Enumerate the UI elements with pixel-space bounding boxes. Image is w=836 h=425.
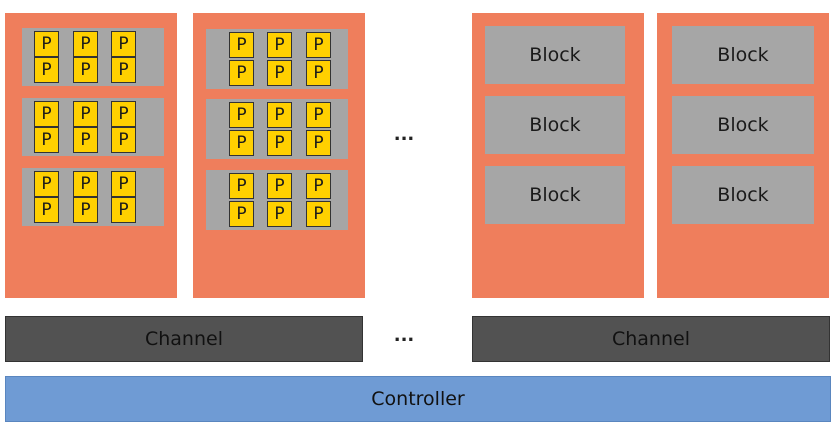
page-cell: P	[34, 197, 59, 223]
page-cell: P	[111, 57, 136, 83]
block-row: P P P P P P	[22, 98, 164, 156]
page-cell: P	[73, 127, 98, 153]
page-cell: P	[73, 101, 98, 127]
page-cell: P	[73, 31, 98, 57]
block-row: P P P P P P	[22, 28, 164, 86]
page-cell: P	[306, 60, 331, 86]
block-label: Block	[717, 44, 769, 66]
block-label: Block	[717, 184, 769, 206]
plane-2: P P P P P P P P P P P P P P P P P P	[193, 13, 365, 298]
plane-ellipsis: ...	[393, 124, 415, 145]
page-cell: P	[229, 102, 254, 128]
page-cell: P	[73, 57, 98, 83]
block-label: Block	[529, 44, 581, 66]
page-cell: P	[267, 102, 292, 128]
block: Block	[485, 96, 625, 154]
block: Block	[672, 166, 814, 224]
page-cell: P	[111, 197, 136, 223]
block-row: P P P P P P	[206, 29, 348, 89]
block-row: P P P P P P	[206, 170, 348, 230]
page-cell: P	[111, 101, 136, 127]
channel-ellipsis: ...	[393, 325, 415, 346]
block-row: P P P P P P	[22, 168, 164, 226]
page-cell: P	[111, 127, 136, 153]
page-cell: P	[34, 127, 59, 153]
plane-3: Block Block Block	[472, 13, 644, 298]
plane-4: Block Block Block	[657, 13, 829, 298]
channel-1: Channel	[5, 316, 363, 362]
channel-2: Channel	[472, 316, 830, 362]
page-cell: P	[267, 60, 292, 86]
page-cell: P	[73, 171, 98, 197]
block: Block	[672, 96, 814, 154]
page-cell: P	[267, 32, 292, 58]
block-label: Block	[529, 114, 581, 136]
page-cell: P	[306, 173, 331, 199]
plane-1: P P P P P P P P P P P P P P P P P P	[5, 13, 177, 298]
page-cell: P	[229, 201, 254, 227]
page-cell: P	[34, 171, 59, 197]
page-cell: P	[111, 171, 136, 197]
page-cell: P	[306, 201, 331, 227]
controller: Controller	[5, 376, 831, 422]
block-row: P P P P P P	[206, 99, 348, 159]
page-cell: P	[229, 130, 254, 156]
page-cell: P	[73, 197, 98, 223]
page-cell: P	[229, 32, 254, 58]
page-cell: P	[34, 57, 59, 83]
page-cell: P	[267, 173, 292, 199]
page-cell: P	[267, 130, 292, 156]
page-cell: P	[34, 31, 59, 57]
page-cell: P	[306, 102, 331, 128]
block-label: Block	[529, 184, 581, 206]
page-cell: P	[34, 101, 59, 127]
block: Block	[485, 26, 625, 84]
page-cell: P	[267, 201, 292, 227]
block: Block	[672, 26, 814, 84]
block: Block	[485, 166, 625, 224]
page-cell: P	[111, 31, 136, 57]
page-cell: P	[306, 130, 331, 156]
page-cell: P	[229, 60, 254, 86]
page-cell: P	[229, 173, 254, 199]
block-label: Block	[717, 114, 769, 136]
page-cell: P	[306, 32, 331, 58]
